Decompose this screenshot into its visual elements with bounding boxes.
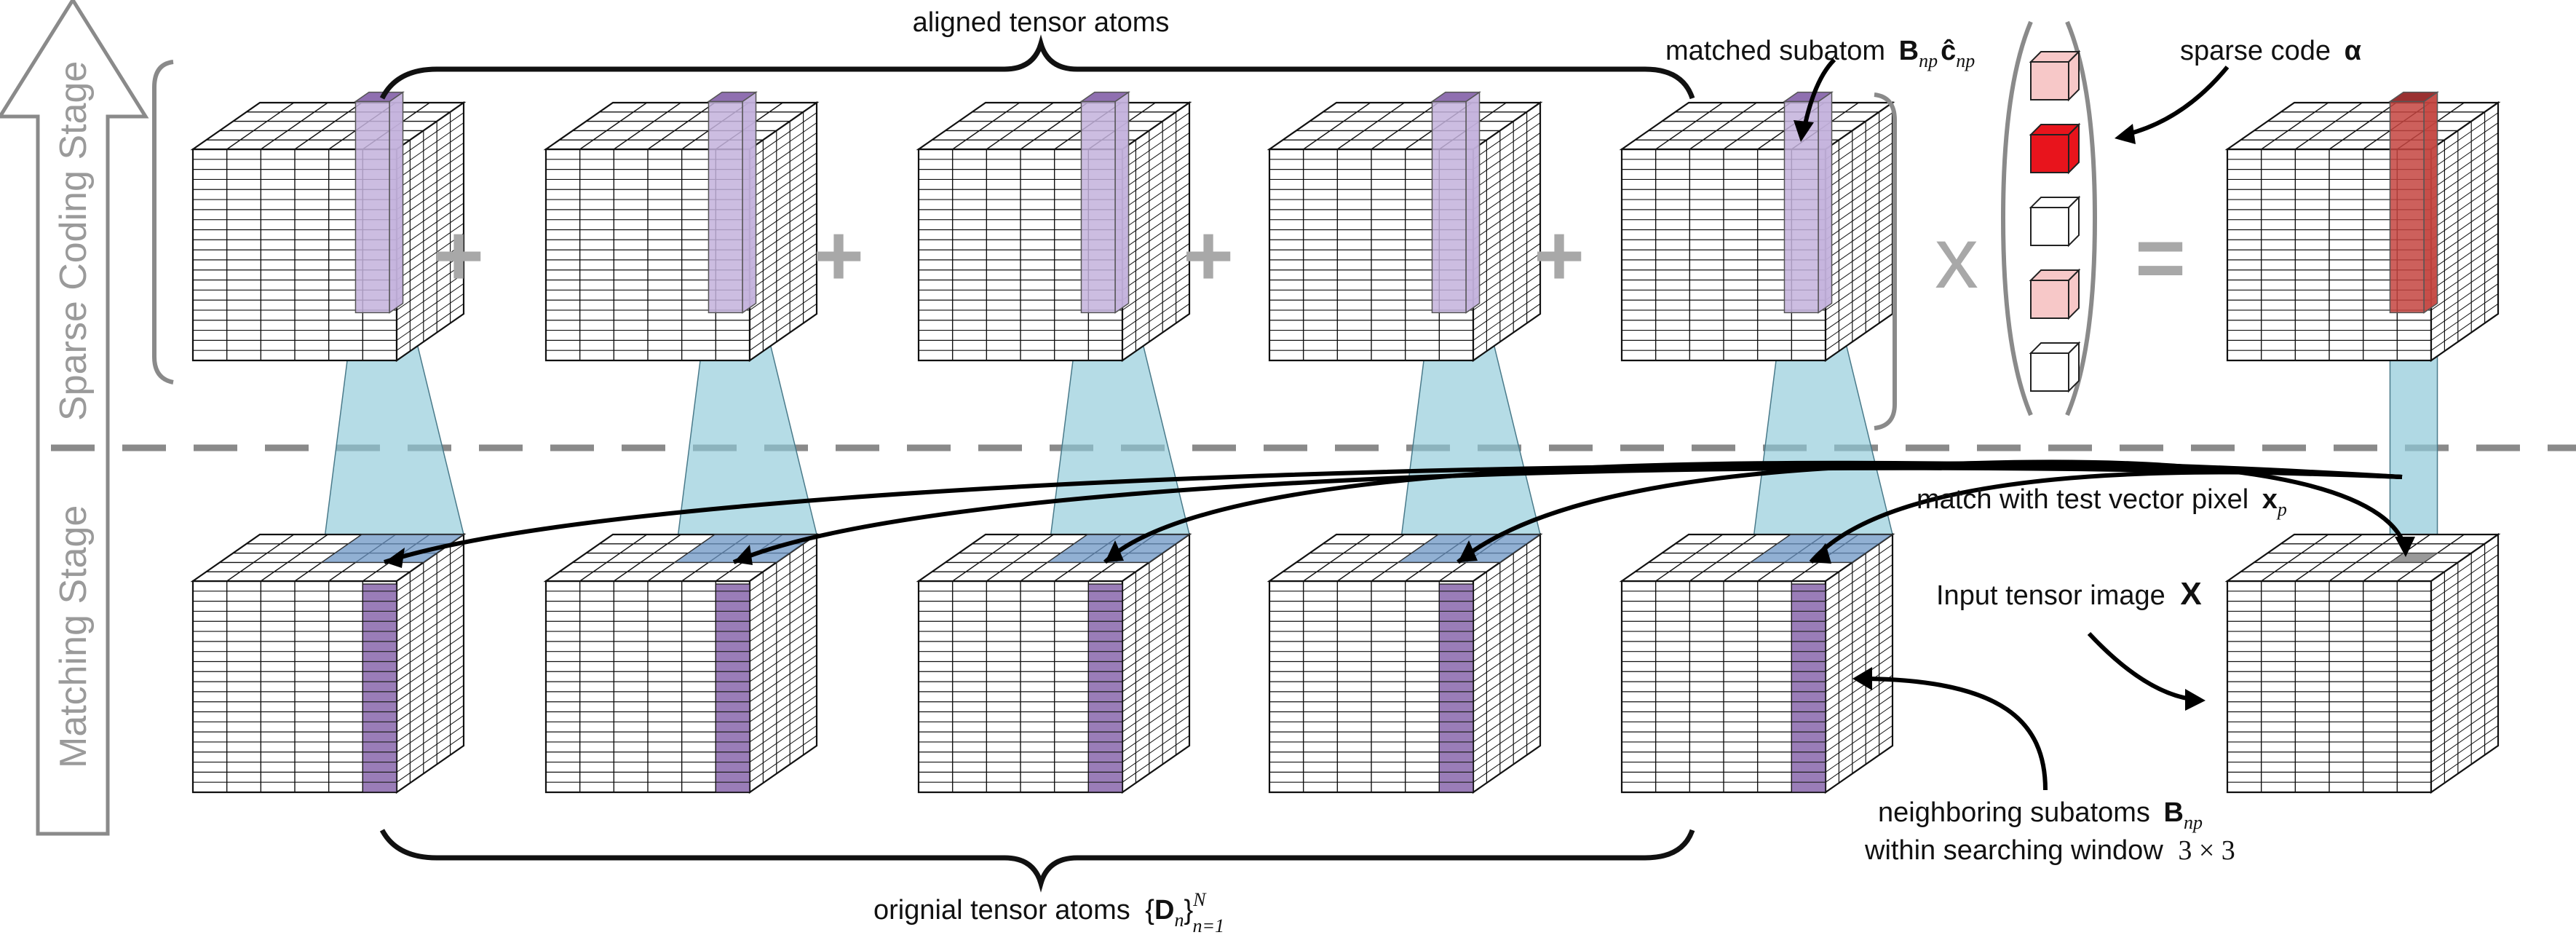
aligned-atoms-label: aligned tensor atoms [913,7,1170,38]
aligned-tensor-atom [1619,91,1895,363]
original-tensor-atom [190,532,467,794]
aligned-tensor-atom [190,91,467,363]
output-tensor [2224,91,2501,363]
neighboring-arrowhead [1852,667,1872,690]
aligned-tensor-atom [916,91,1192,363]
original-tensor-atom [1267,532,1543,794]
original-atoms-brace [379,829,1695,893]
sparse-coding-stage-label: Sparse Coding Stage [52,61,95,421]
left-sum-bracket [152,60,174,384]
original-tensor-atom [916,532,1192,794]
times-operator: x [1935,209,1978,307]
tensor-cubes [190,91,2501,794]
input-tensor-label: Input tensor image X [1936,576,2202,612]
sparse-code-cell [2029,341,2081,393]
neighboring-arrow [1866,676,2048,791]
arrowheads [384,537,2415,568]
aligned-atoms-brace [379,34,1695,100]
matching-arrows [384,459,2408,564]
plus-operator: + [1534,207,1585,304]
plus-operator: + [433,207,484,304]
match-pixel-label: match with test vector pixel xp [1917,484,2287,520]
input-tensor-arrowhead [2185,689,2206,711]
plus-operator: + [813,207,864,304]
sparse-code-cell [2029,268,2081,320]
neighboring-label: neighboring subatoms Bnp [1878,797,2203,833]
sparse-code-cell [2029,195,2081,248]
sparse-code-cell [2029,122,2081,175]
code-left-bracket [2000,20,2033,417]
input-tensor-image [2224,532,2501,794]
original-tensor-atom [543,532,820,794]
matched-subatom-arrow [1802,58,1836,132]
window-label: within searching window 3 × 3 [1864,835,2235,866]
stage-arrow: Sparse Coding Stage Matching Stage [0,0,149,836]
sparse-code-arrow [2125,66,2230,137]
input-tensor-arrow [2087,631,2192,701]
original-tensor-atom [1619,532,1895,794]
code-right-bracket [2065,20,2098,417]
aligned-tensor-atom [1267,91,1543,363]
plus-operator: + [1183,207,1234,304]
sparse-code-cell [2029,50,2081,102]
right-sum-bracket [1874,92,1897,430]
aligned-tensor-atom [543,91,820,363]
sparse-code-label: sparse code α [2180,36,2361,66]
sparse-code-arrowhead [2115,124,2136,144]
matching-stage-label: Matching Stage [52,505,95,768]
matched-subatom-arrowhead [1794,120,1814,142]
sparse-code-vector [2029,50,2081,393]
equals-operator: = [2135,209,2186,307]
